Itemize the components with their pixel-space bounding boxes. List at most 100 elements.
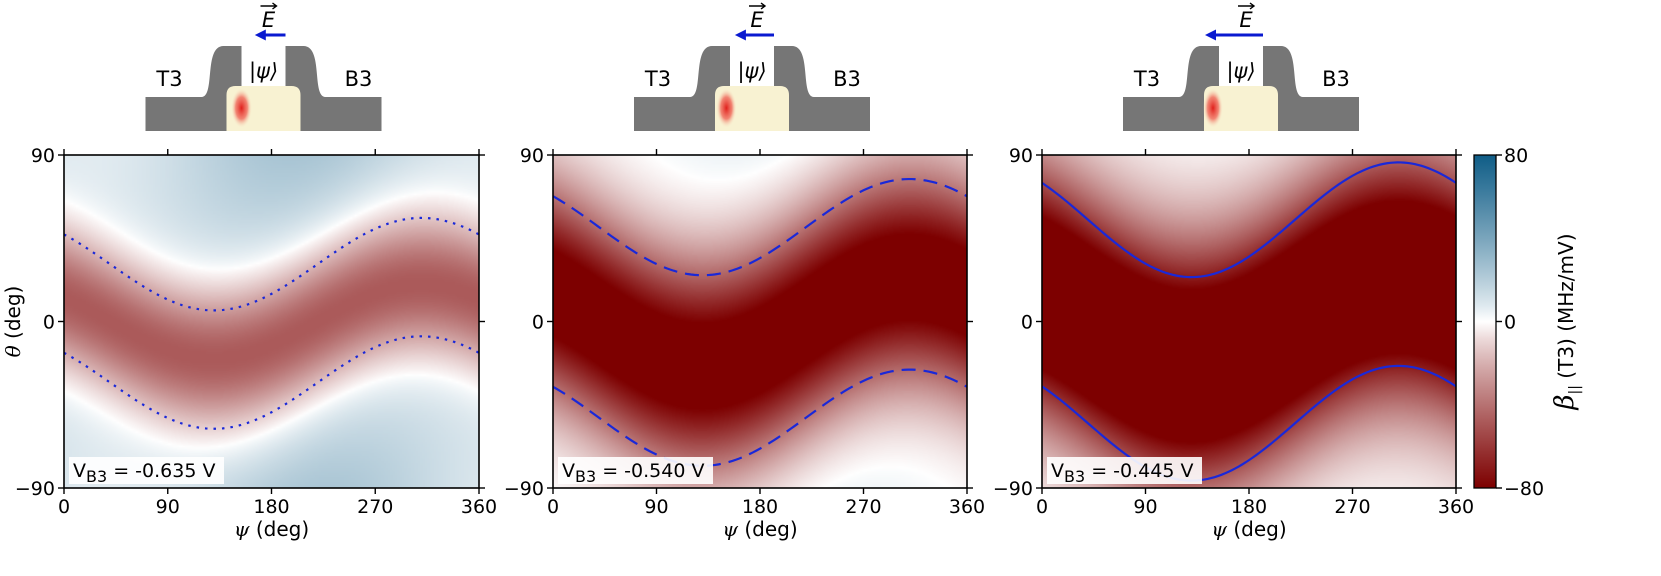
boundary-upper-line	[63, 216, 480, 312]
y-tick-label: 0	[532, 312, 544, 334]
x-tick-label: 90	[1133, 496, 1157, 518]
x-axis-symbol: ψ	[722, 517, 738, 541]
annotation-prefix: V	[562, 460, 575, 482]
left-gate	[145, 46, 242, 131]
wavefunction-blob	[230, 88, 253, 128]
colorbar-tick-label: 80	[1504, 145, 1528, 167]
x-tick-label: 90	[644, 496, 668, 518]
field-symbol: E	[1239, 8, 1253, 32]
vector-arrow-mark	[260, 2, 278, 10]
x-tick-label: 180	[742, 496, 778, 518]
heatmap-image	[1042, 155, 1456, 488]
x-axis-label: ψ (deg)	[722, 517, 797, 541]
annotation-sub: B3	[1064, 467, 1085, 486]
wavefunction-blob	[1203, 88, 1223, 128]
annotation-box	[1047, 457, 1202, 484]
field-arrow-head	[254, 29, 266, 41]
annotation-sub: B3	[575, 467, 596, 486]
boundary-upper-line	[1041, 161, 1457, 279]
annotation-box	[69, 457, 224, 484]
right-gate-label: B3	[345, 67, 373, 91]
inset-schematic: T3 B3 |ψ⟩ E	[145, 2, 382, 131]
x-tick-label: 360	[461, 496, 497, 518]
state-label: |ψ⟩	[737, 59, 766, 84]
state-label: |ψ⟩	[1226, 59, 1255, 84]
x-axis-unit: (deg)	[250, 517, 310, 541]
colorbar-tick-label: 0	[1504, 312, 1516, 334]
annotation-text: VB3 = -0.540 V	[562, 460, 704, 486]
y-tick-label: 0	[43, 312, 55, 334]
wavefunction-blob	[716, 88, 737, 128]
y-tick-label: −90	[504, 478, 544, 500]
left-gate	[634, 46, 730, 131]
left-gate-label: T3	[155, 67, 182, 91]
y-axis-label: θ (deg)	[1, 286, 25, 358]
field-symbol: E	[750, 8, 764, 32]
x-axis-label: ψ (deg)	[234, 517, 309, 541]
x-tick-label: 270	[1334, 496, 1370, 518]
left-gate	[1123, 46, 1219, 131]
right-gate-label: B3	[833, 67, 861, 91]
quantum-dot-region	[1204, 86, 1278, 131]
field-arrow-head	[734, 29, 746, 41]
x-tick-label: 270	[357, 496, 393, 518]
right-gate	[285, 46, 382, 131]
y-tick-label: 90	[520, 145, 544, 167]
right-gate	[1263, 46, 1359, 131]
colorbar-bar	[1473, 154, 1497, 489]
inset-schematic: T3 B3 |ψ⟩ E	[634, 2, 870, 131]
annotation-prefix: V	[73, 460, 86, 482]
annotation-text: VB3 = -0.635 V	[73, 460, 215, 486]
y-tick-label: 0	[1021, 312, 1033, 334]
annotation-prefix: V	[1051, 460, 1064, 482]
right-gate	[774, 46, 870, 131]
x-tick-label: 180	[1231, 496, 1267, 518]
boundary-upper-line	[552, 177, 968, 277]
state-label: |ψ⟩	[249, 59, 278, 84]
x-tick-label: 180	[253, 496, 289, 518]
left-gate-label: T3	[644, 67, 671, 91]
annotation-box	[558, 457, 713, 484]
field-arrow-head	[1205, 29, 1216, 41]
y-tick-label: −90	[993, 478, 1033, 500]
annotation-value: = -0.445 V	[1085, 460, 1193, 482]
colorbar-label-symbol: β	[1550, 394, 1580, 410]
boundary-lower-line	[1041, 364, 1457, 482]
colorbar: 80 0 −80 β|| (T3) (MHz/mV)	[1473, 145, 1583, 500]
y-axis-unit: (deg)	[1, 286, 25, 346]
x-axis-unit: (deg)	[738, 517, 798, 541]
x-axis-label: ψ (deg)	[1211, 517, 1286, 541]
vector-arrow-mark	[749, 2, 767, 10]
boundary-lower-line	[552, 368, 968, 467]
heatmap-image	[64, 155, 479, 488]
colorbar-tick-label: −80	[1504, 478, 1544, 500]
boundary-lower-line	[63, 335, 480, 430]
colorbar-label-rest: (T3) (MHz/mV)	[1554, 233, 1578, 385]
left-gate-label: T3	[1133, 67, 1160, 91]
x-axis-symbol: ψ	[234, 517, 250, 541]
x-tick-label: 0	[547, 496, 559, 518]
annotation-sub: B3	[86, 467, 107, 486]
x-tick-label: 90	[156, 496, 180, 518]
x-tick-label: 270	[845, 496, 881, 518]
colorbar-label-sub: ||	[1567, 385, 1583, 394]
vector-arrow-mark	[1238, 2, 1256, 10]
y-tick-label: −90	[15, 478, 55, 500]
x-axis-unit: (deg)	[1227, 517, 1287, 541]
y-axis-symbol: θ	[1, 345, 25, 357]
x-tick-label: 360	[1438, 496, 1474, 518]
annotation-value: = -0.635 V	[107, 460, 215, 482]
annotation-text: VB3 = -0.445 V	[1051, 460, 1193, 486]
x-axis-symbol: ψ	[1211, 517, 1227, 541]
y-tick-label: 90	[31, 145, 55, 167]
right-gate-label: B3	[1322, 67, 1350, 91]
field-symbol: E	[262, 8, 276, 32]
annotation-value: = -0.540 V	[596, 460, 704, 482]
x-tick-label: 0	[58, 496, 70, 518]
colorbar-label: β|| (T3) (MHz/mV)	[1550, 233, 1583, 410]
x-tick-label: 0	[1036, 496, 1048, 518]
inset-schematic: T3 B3 |ψ⟩ E	[1123, 2, 1359, 131]
